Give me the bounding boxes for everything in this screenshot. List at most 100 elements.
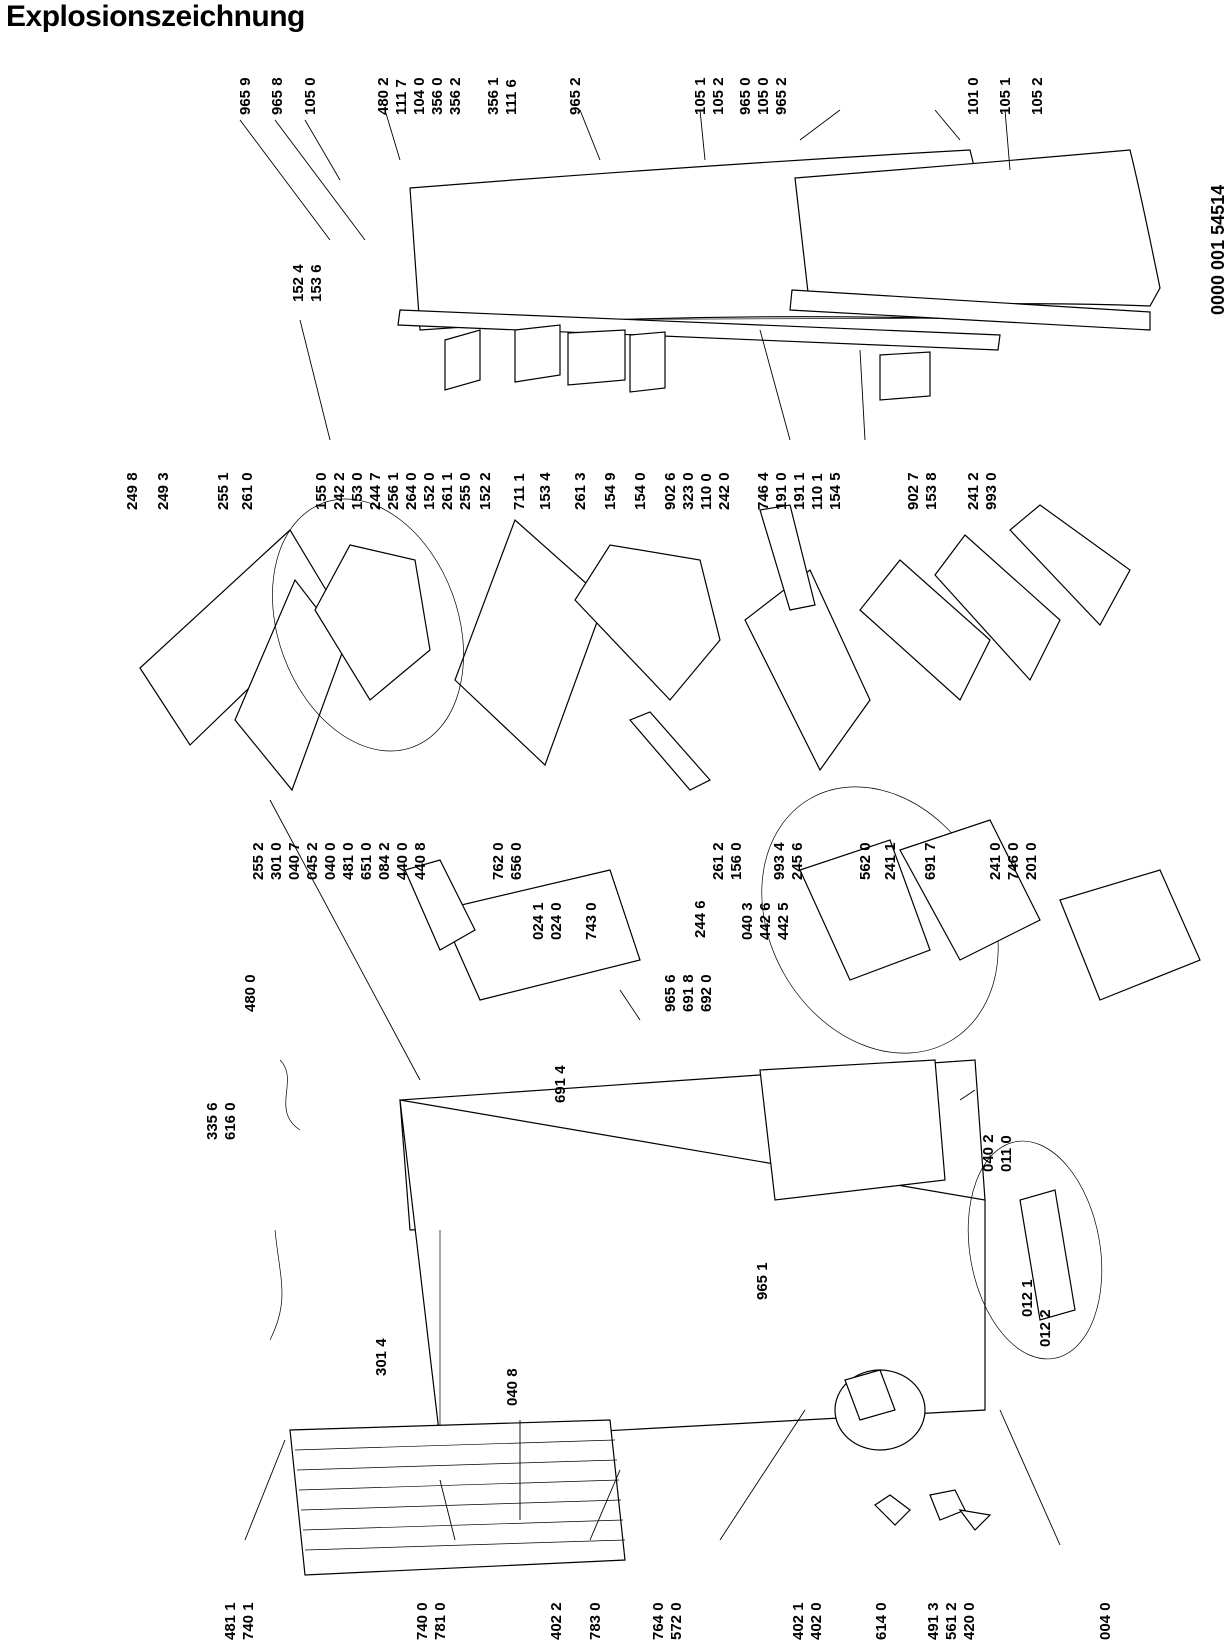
parts-artwork: [139, 109, 1201, 1576]
callout-label: 105 0: [755, 77, 772, 115]
callout-label: 402 1: [790, 1602, 807, 1640]
callout-label: 245 6: [789, 842, 806, 880]
page-title: Explosionszeichnung: [6, 0, 305, 33]
callout-label: 562 0: [857, 842, 874, 880]
callout-label: 656 0: [508, 842, 525, 880]
callout-label: 241 1: [882, 842, 899, 880]
callout-label: 965 6: [662, 974, 679, 1012]
callout-label: 105 1: [997, 77, 1014, 115]
callout-label: 740 1: [240, 1602, 257, 1640]
callout-label: 561 2: [943, 1602, 960, 1640]
callout-label: 264 0: [403, 472, 420, 510]
callout-label: 323 0: [680, 472, 697, 510]
callout-label: 244 6: [692, 900, 709, 938]
callout-label: 153 4: [537, 472, 554, 510]
callout-label: 110 0: [698, 473, 715, 510]
callout-label: 572 0: [668, 1602, 685, 1640]
callout-label: 783 0: [587, 1602, 604, 1640]
callout-label: 335 6: [204, 1102, 221, 1140]
callout-label: 104 0: [411, 77, 428, 115]
callout-label: 993 4: [771, 842, 788, 880]
callout-label: 711 1: [511, 473, 528, 510]
callout-label: 024 1: [530, 902, 547, 940]
callout-label: 356 2: [447, 77, 464, 115]
callout-label: 965 0: [737, 77, 754, 115]
callout-label: 040 8: [504, 1368, 521, 1406]
callout-label: 691 7: [922, 842, 939, 880]
callout-label: 105 0: [302, 77, 319, 115]
callout-label: 255 2: [250, 842, 267, 880]
callout-label: 011 0: [998, 1135, 1015, 1172]
callout-label: 242 2: [331, 472, 348, 510]
callout-label: 691 8: [680, 974, 697, 1012]
callout-label: 256 1: [385, 472, 402, 510]
callout-label: 155 0: [313, 472, 330, 510]
callout-label: 105 1: [692, 77, 709, 115]
callout-label: 692 0: [698, 974, 715, 1012]
callout-label: 101 0: [965, 77, 982, 115]
callout-label: 249 3: [155, 472, 172, 510]
callout-label: 191 1: [791, 472, 808, 510]
callout-label: 201 0: [1023, 842, 1040, 880]
callout-label: 255 1: [215, 472, 232, 510]
callout-label: 965 1: [754, 1262, 771, 1300]
callout-label: 965 8: [269, 77, 286, 115]
callout-label: 261 0: [239, 472, 256, 510]
callout-label: 261 3: [572, 472, 589, 510]
callout-label: 040 0: [322, 842, 339, 880]
callout-label: 301 4: [373, 1338, 390, 1376]
callout-label: 105 2: [1029, 77, 1046, 115]
callout-label: 261 1: [439, 472, 456, 510]
callout-label: 244 7: [367, 472, 384, 510]
callout-label: 242 0: [716, 472, 733, 510]
callout-label: 045 2: [304, 842, 321, 880]
callout-label: 255 0: [457, 472, 474, 510]
callout-label: 356 1: [485, 77, 502, 115]
callout-label: 965 2: [773, 77, 790, 115]
callout-label: 743 0: [583, 902, 600, 940]
callout-label: 012 2: [1037, 1309, 1054, 1347]
callout-label: 965 2: [567, 77, 584, 115]
callout-label: 241 0: [987, 842, 1004, 880]
callout-label: 084 2: [376, 842, 393, 880]
callout-label: 154 5: [827, 472, 844, 510]
callout-label: 153 8: [923, 472, 940, 510]
callout-label: 746 0: [1005, 842, 1022, 880]
callout-label: 691 4: [552, 1065, 569, 1103]
callout-label: 111 6: [503, 79, 520, 115]
callout-label: 156 0: [728, 842, 745, 880]
callout-label: 301 0: [268, 842, 285, 880]
callout-label: 154 0: [632, 472, 649, 510]
callout-label: 402 0: [808, 1602, 825, 1640]
document-number: 0000 001 54514: [1208, 185, 1228, 315]
callout-label: 616 0: [222, 1102, 239, 1140]
callout-label: 440 8: [412, 842, 429, 880]
callout-label: 402 2: [548, 1602, 565, 1640]
callout-label: 651 0: [358, 842, 375, 880]
callout-label: 781 0: [432, 1602, 449, 1640]
callout-label: 902 6: [662, 472, 679, 510]
callout-label: 993 0: [983, 472, 1000, 510]
callout-label: 040 3: [739, 902, 756, 940]
callout-label: 152 2: [477, 472, 494, 510]
callout-label: 110 1: [809, 473, 826, 510]
callout-label: 481 0: [340, 842, 357, 880]
callout-label: 356 0: [429, 77, 446, 115]
callout-label: 440 0: [394, 842, 411, 880]
callout-label: 241 2: [965, 472, 982, 510]
callout-label: 442 5: [775, 902, 792, 940]
callout-label: 012 1: [1019, 1279, 1036, 1317]
callout-label: 040 7: [286, 842, 303, 880]
callout-label: 491 3: [925, 1602, 942, 1640]
callout-label: 442 6: [757, 902, 774, 940]
callout-labels: 965 9 965 8 105 0 480 2 111 7 104 0 356 …: [124, 77, 1114, 1640]
callout-label: 480 2: [375, 77, 392, 115]
callout-label: 024 0: [548, 902, 565, 940]
callout-label: 152 0: [421, 472, 438, 510]
callout-label: 111 7: [393, 79, 410, 115]
callout-label: 105 2: [710, 77, 727, 115]
callout-label: 420 0: [961, 1602, 978, 1640]
callout-label: 481 1: [222, 1602, 239, 1640]
callout-label: 902 7: [905, 472, 922, 510]
